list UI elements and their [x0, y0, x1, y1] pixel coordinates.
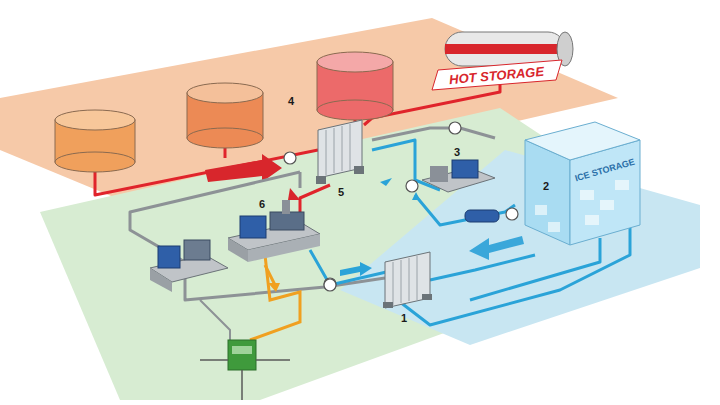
callout-number: 3 — [454, 147, 460, 158]
callout-number: 1 — [401, 313, 407, 324]
ice-storage-tank — [525, 122, 640, 245]
cold-zone — [340, 150, 700, 345]
plant-zone — [40, 108, 700, 400]
callout-number: 2 — [543, 181, 549, 192]
callout-number: 6 — [259, 199, 265, 210]
callout-number: 5 — [338, 187, 344, 198]
heat-exchanger — [383, 252, 432, 308]
hot-pipes — [95, 68, 500, 225]
process-pipes — [130, 128, 495, 300]
flow-arrow — [265, 265, 275, 285]
flow-arrow — [288, 188, 300, 200]
flow-arrow — [469, 236, 524, 260]
flow-arrow — [380, 178, 392, 186]
process-pipes — [200, 300, 230, 345]
heat-pump-unit — [228, 200, 320, 262]
flow-arrow — [268, 283, 280, 292]
heat-exchanger — [316, 120, 364, 184]
chiller-unit — [422, 160, 499, 222]
hot-storage-tank — [432, 32, 573, 90]
heat-pump-unit — [150, 240, 228, 292]
signal-line — [250, 255, 300, 340]
flow-arrow — [412, 192, 420, 200]
flow-arrow — [340, 262, 372, 276]
callout-number: 4 — [288, 96, 294, 107]
control-cabinet — [200, 340, 290, 400]
